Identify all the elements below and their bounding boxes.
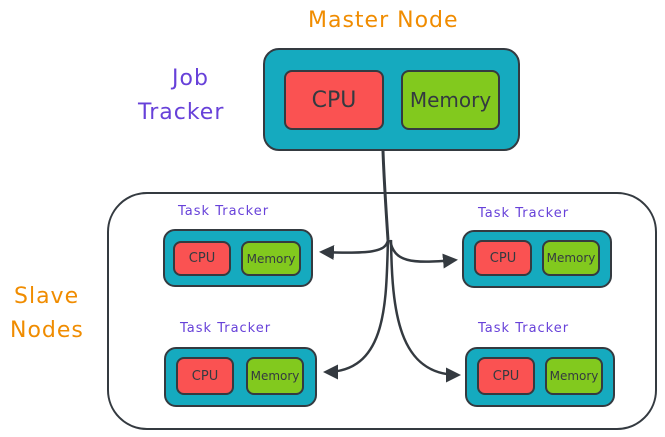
- arrow-to-bottom-left: [323, 239, 390, 380]
- slave-memory[interactable]: Memory: [241, 241, 301, 276]
- slave-memory[interactable]: Memory: [542, 240, 600, 276]
- task-tracker-label: Task Tracker: [478, 321, 570, 336]
- arrow-to-bottom-right: [389, 239, 461, 383]
- task-tracker-label: Task Tracker: [180, 321, 272, 336]
- slave-node[interactable]: CPU Memory: [164, 347, 317, 407]
- master-memory[interactable]: Memory: [401, 70, 500, 130]
- master-node[interactable]: CPU Memory: [263, 48, 520, 151]
- slave-node[interactable]: CPU Memory: [163, 229, 313, 287]
- slave-nodes-label-line1: Slave: [14, 284, 80, 309]
- task-tracker-label: Task Tracker: [478, 206, 570, 221]
- slave-cpu[interactable]: CPU: [474, 240, 532, 276]
- slave-cpu[interactable]: CPU: [477, 357, 535, 395]
- arrow-to-top-left: [319, 239, 390, 260]
- task-tracker-label: Task Tracker: [178, 204, 270, 219]
- arrow-to-top-right: [388, 239, 458, 269]
- slave-node[interactable]: CPU Memory: [465, 347, 615, 407]
- slave-memory[interactable]: Memory: [545, 357, 603, 395]
- job-tracker-label-line1: Job: [172, 66, 209, 91]
- master-node-title: Master Node: [308, 8, 459, 33]
- trunk-line: [381, 150, 390, 241]
- master-cpu[interactable]: CPU: [284, 70, 384, 130]
- slave-memory[interactable]: Memory: [246, 357, 304, 395]
- slave-cpu[interactable]: CPU: [173, 241, 231, 276]
- job-tracker-label-line2: Tracker: [138, 100, 225, 125]
- slave-node[interactable]: CPU Memory: [462, 230, 612, 288]
- slave-nodes-label-line2: Nodes: [10, 318, 84, 343]
- slave-cpu[interactable]: CPU: [176, 357, 234, 395]
- slave-cluster: [107, 192, 657, 430]
